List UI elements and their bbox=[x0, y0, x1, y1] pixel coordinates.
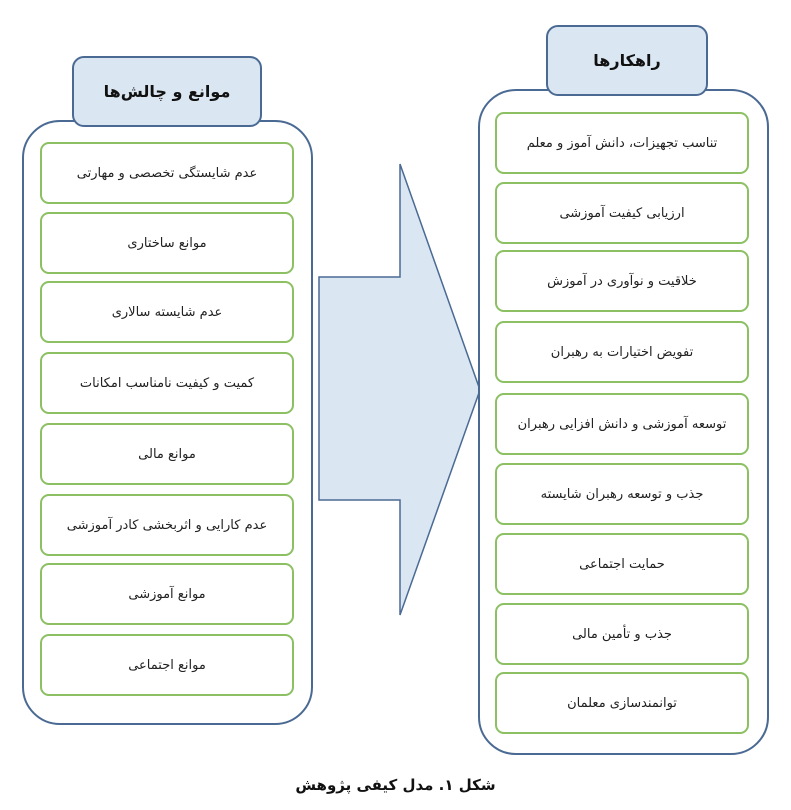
left-item-4: کمیت و کیفیت نامناسب امکانات bbox=[40, 352, 294, 414]
left-item-6: عدم کارایی و اثربخشی کادر آموزشی bbox=[40, 494, 294, 556]
right-item-3: خلاقیت و نوآوری در آموزش bbox=[495, 250, 749, 312]
left-panel-title: موانع و چالش‌ها bbox=[72, 56, 262, 127]
right-item-5: توسعه آموزشی و دانش افزایی رهبران bbox=[495, 393, 749, 455]
right-item-9: توانمندسازی معلمان bbox=[495, 672, 749, 734]
right-item-1: تناسب تجهیزات، دانش آموز و معلم bbox=[495, 112, 749, 174]
left-item-5: موانع مالی bbox=[40, 423, 294, 485]
left-item-1: عدم شایستگی تخصصی و مهارتی bbox=[40, 142, 294, 204]
right-item-7: حمایت اجتماعی bbox=[495, 533, 749, 595]
right-item-6: جذب و توسعه رهبران شایسته bbox=[495, 463, 749, 525]
arrow-shape bbox=[318, 163, 481, 616]
right-item-4: تفویض اختیارات به رهبران bbox=[495, 321, 749, 383]
right-item-2: ارزیابی کیفیت آموزشی bbox=[495, 182, 749, 244]
right-arrow bbox=[318, 163, 481, 616]
figure-caption: شکل ۱. مدل کیفی پژوهش bbox=[295, 776, 496, 794]
left-item-8: موانع اجتماعی bbox=[40, 634, 294, 696]
left-item-3: عدم شایسته سالاری bbox=[40, 281, 294, 343]
right-item-8: جذب و تأمین مالی bbox=[495, 603, 749, 665]
right-panel-title: راهکارها bbox=[546, 25, 708, 96]
left-item-7: موانع آموزشی bbox=[40, 563, 294, 625]
left-item-2: موانع ساختاری bbox=[40, 212, 294, 274]
